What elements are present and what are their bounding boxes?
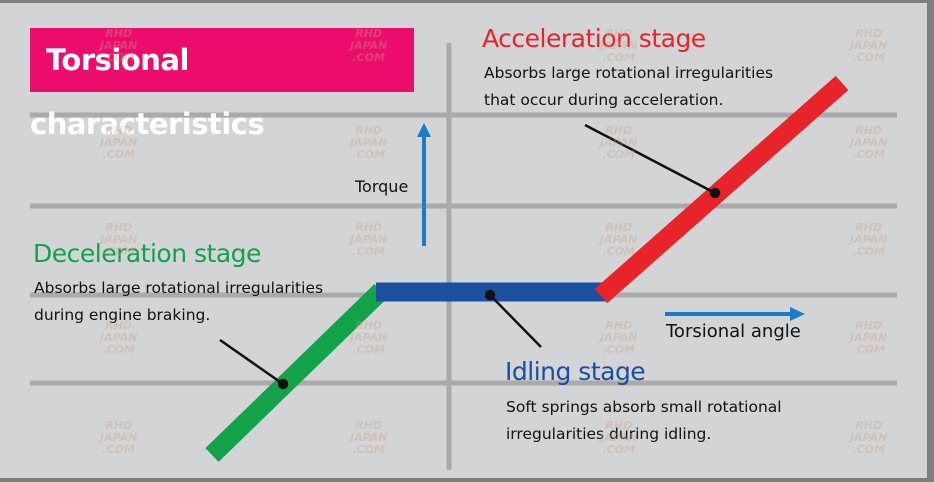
acceleration-desc: Absorbs large rotational irregularities … — [484, 60, 773, 114]
idling-desc: Soft springs absorb small rotational irr… — [506, 394, 782, 448]
desc-line: irregularities during idling. — [506, 425, 712, 443]
acceleration-pointer — [584, 123, 716, 195]
torque-arrow — [417, 123, 431, 246]
deceleration-dot — [277, 378, 289, 390]
idling-dot — [484, 289, 496, 301]
desc-line: Absorbs large rotational irregularities — [484, 64, 774, 82]
acceleration-stage-title: Acceleration stage — [482, 24, 706, 53]
angle-arrow — [665, 307, 805, 321]
desc-line: Absorbs large rotational irregularities — [34, 279, 324, 297]
torsional-angle-label: Torsional angle — [666, 321, 801, 342]
deceleration-segment — [205, 284, 388, 462]
deceleration-pointer — [219, 338, 284, 386]
idling-stage-title: Idling stage — [505, 357, 646, 386]
acceleration-dot — [709, 187, 721, 199]
torque-label: Torque — [355, 177, 409, 196]
desc-line: during engine braking. — [34, 306, 211, 324]
idling-pointer — [489, 294, 542, 348]
page-title: Torsional characteristics — [30, 28, 414, 141]
desc-line: that occur during acceleration. — [484, 91, 724, 109]
diagram-graphics — [30, 43, 897, 470]
deceleration-stage-title: Deceleration stage — [33, 239, 261, 268]
deceleration-desc: Absorbs large rotational irregularities … — [34, 275, 323, 329]
diagram-canvas: Torsional characteristics Torque Torsion… — [0, 3, 927, 478]
acceleration-segment — [594, 75, 849, 304]
desc-line: Soft springs absorb small rotational — [506, 398, 782, 416]
